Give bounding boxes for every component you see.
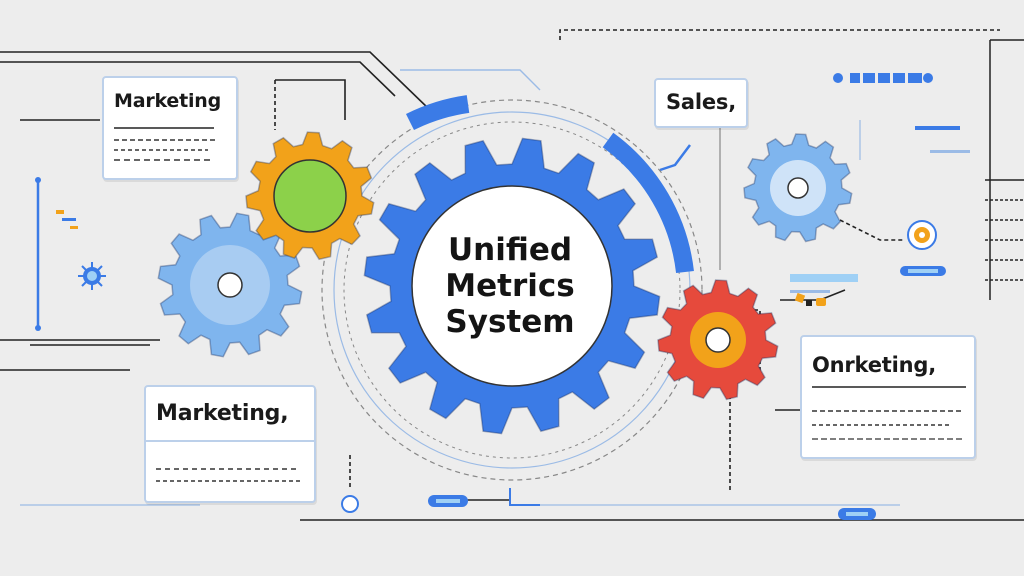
card-bottom-right-lines (812, 386, 966, 440)
card-top-left: Marketing (102, 76, 238, 180)
card-bottom-left-lines (146, 440, 314, 482)
pill-tags (428, 266, 946, 520)
gear-icon-light-blue-right (743, 133, 853, 243)
progress-dots (833, 73, 970, 153)
center-label-line-3: System (445, 304, 575, 340)
gears-group (157, 131, 853, 435)
gear-icon-red (657, 279, 779, 401)
card-bottom-right-title: Onrketing, (812, 353, 937, 377)
gear-icon-light-blue-left (157, 212, 303, 358)
center-label-line-1: Unified (447, 232, 573, 268)
bug-icon (78, 262, 106, 290)
gear-icon-main (363, 137, 661, 435)
status-dot-icon (907, 220, 937, 250)
side-panel (985, 39, 1024, 300)
card-bottom-left: Marketing, (144, 385, 316, 503)
card-top-right-title: Sales, (666, 90, 737, 114)
card-top-right: Sales, (654, 78, 748, 128)
gear-icon-orange (245, 131, 375, 261)
orbit-rings (321, 99, 703, 481)
node-icon (341, 495, 359, 513)
card-top-left-title: Marketing (114, 90, 222, 112)
center-label: Unified Metrics System (420, 232, 600, 340)
mini-icons (56, 210, 826, 306)
card-top-left-lines (114, 127, 216, 161)
left-accent-line (35, 177, 41, 331)
center-label-line-2: Metrics (445, 268, 575, 304)
card-bottom-left-title: Marketing, (156, 401, 289, 426)
blue-arcs (405, 95, 694, 274)
card-bottom-right: Onrketing, (800, 335, 976, 459)
